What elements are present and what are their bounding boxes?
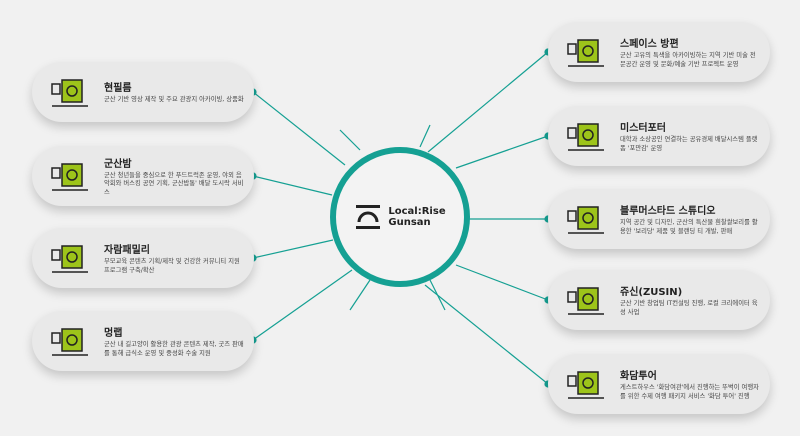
card-title: 군산밤 xyxy=(104,158,132,170)
card-title: 멍랩 xyxy=(104,328,123,339)
right-card: 쥬신(ZUSIN) 군산 기반 창업팀 IT컨설팅 진행, 로컬 크리에이터 육성… xyxy=(548,270,770,330)
card-title: 스페이스 방편 xyxy=(620,39,679,50)
card-description: 군산 기반 영상 제작 및 주요 관광지 아카이빙, 상품화 xyxy=(104,96,244,104)
card-description: 군산 청년들을 중심으로 한 푸드트럭존 운영, 야외 음악회와 버스킹 공연 … xyxy=(104,171,244,196)
card-description: 부모교육 콘텐츠 기획/제작 및 건강한 커뮤니티 지원 프로그램 구축/확산 xyxy=(104,258,240,274)
lightbulb-icon xyxy=(564,199,610,239)
card-title: 자람패밀리 xyxy=(104,245,150,256)
card-title: 블루머스타드 스튜디오 xyxy=(620,206,716,217)
card-title: 현필름 xyxy=(104,83,132,95)
card-title: 화담투어 xyxy=(620,371,657,382)
palette-icon xyxy=(564,32,610,72)
map-pin-route-icon xyxy=(564,364,610,404)
card-title: 쥬신(ZUSIN) xyxy=(620,287,683,298)
logo-line1: Local:Rise xyxy=(388,206,446,217)
food-truck-icon xyxy=(48,156,94,196)
teacher-board-icon xyxy=(48,238,94,278)
card-description: 대학과 소상공인 연결하는 공유경제 배달시스템 플랫폼 '포만감' 운영 xyxy=(620,136,758,152)
film-camera-icon xyxy=(48,72,94,112)
card-description: 군산 기반 창업팀 IT컨설팅 진행, 로컬 크리에이터 육성 사업 xyxy=(620,300,758,316)
monitor-truck-icon xyxy=(564,116,610,156)
cat-icon xyxy=(48,321,94,361)
card-description: 게스트하우스 '화담여관'에서 진행하는 뚜벅이 여행자를 위한 수제 여행 패… xyxy=(620,384,759,400)
card-title: 미스터포터 xyxy=(620,123,666,134)
logo-line2: Gunsan xyxy=(388,217,431,228)
card-description: 군산 고유의 특색을 아카이빙하는 지역 기반 미술 전문공간 운영 및 문화/… xyxy=(620,52,756,68)
card-description: 군산 내 길고양이 활용한 관광 콘텐츠 제작, 굿즈 판매를 통해 급식소 운… xyxy=(104,341,244,357)
card-description: 지역 공간 및 디자인, 군산의 특산물 흰찰쌀보리를 활용한 '보리당' 제품… xyxy=(620,219,758,235)
headset-laptop-icon xyxy=(564,280,610,320)
logo-mark-icon xyxy=(356,205,381,229)
